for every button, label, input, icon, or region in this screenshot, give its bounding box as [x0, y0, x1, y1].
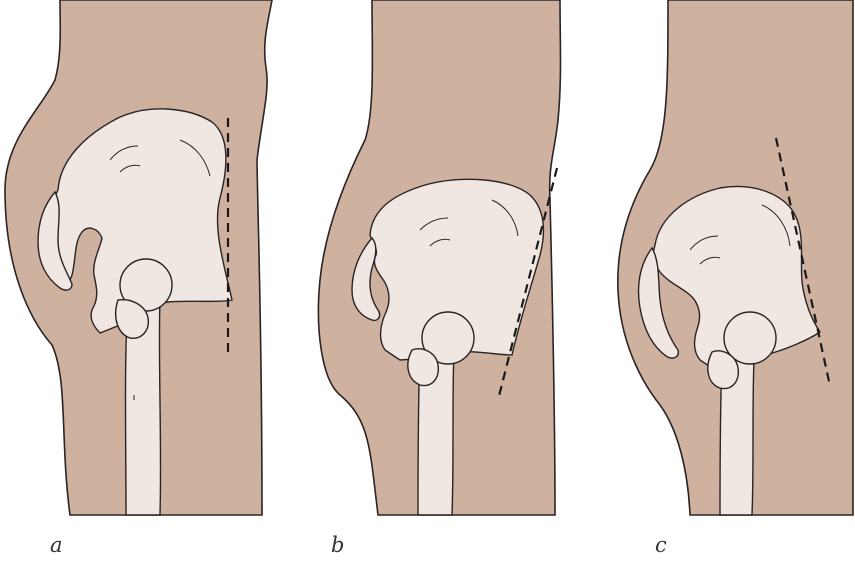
panel-c — [618, 0, 853, 515]
panel-label-a: a — [50, 533, 63, 557]
panel-b — [318, 0, 560, 515]
panel-a — [5, 0, 272, 515]
panel-label-c: c — [655, 533, 667, 557]
panel-label-b: b — [331, 533, 344, 557]
